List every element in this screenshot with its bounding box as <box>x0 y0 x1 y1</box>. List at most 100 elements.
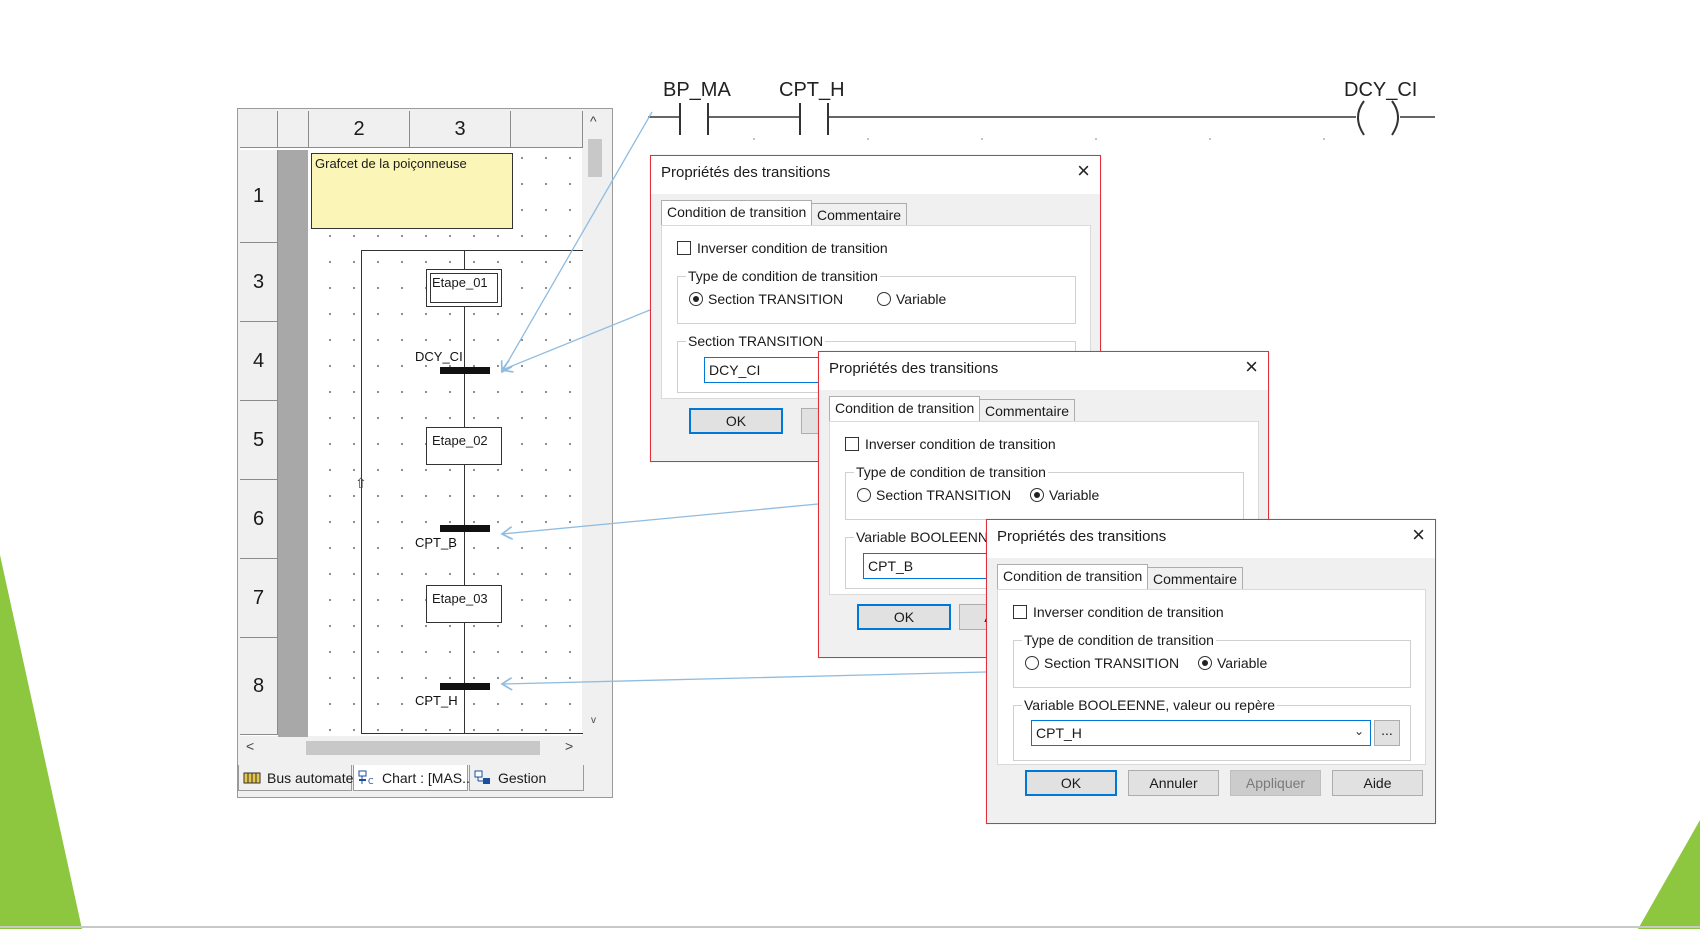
step-etape-03[interactable]: Etape_03 <box>426 585 502 623</box>
row-header-5: 5 <box>240 401 278 480</box>
coil-left-arc <box>1357 100 1365 136</box>
close-icon[interactable]: × <box>1245 354 1258 379</box>
tab-chart-mas[interactable]: C Chart : [MAS... <box>353 765 474 791</box>
coil-right-arc <box>1391 100 1399 136</box>
radio-section-transition[interactable] <box>857 488 871 502</box>
invert-condition-checkbox[interactable] <box>1013 605 1027 619</box>
scroll-right-icon[interactable]: > <box>565 738 574 754</box>
chevron-down-icon[interactable]: ⌄ <box>1354 724 1365 738</box>
grafcet-chart-window: 2 3 1 3 4 5 6 7 8 Grafcet de la poiçonne… <box>237 108 613 798</box>
loop-up-arrow-icon: ⇧ <box>355 475 367 491</box>
tab-panel: Inverser condition de transition Type de… <box>997 589 1426 765</box>
radio-section-label: Section TRANSITION <box>708 291 844 307</box>
contact-label-bp-ma: BP_MA <box>663 79 731 101</box>
tab-gestion[interactable]: Gestion <box>469 765 584 791</box>
radio-variable-label: Variable <box>1217 655 1268 671</box>
invert-condition-label: Inverser condition de transition <box>1033 604 1224 620</box>
chart-horizontal-scrollbar[interactable]: < > <box>240 737 583 759</box>
condition-type-title: Type de condition de transition <box>686 268 880 284</box>
scroll-up-icon[interactable]: ^ <box>590 113 597 129</box>
bus-icon <box>243 772 261 784</box>
radio-section-transition[interactable] <box>1025 656 1039 670</box>
corner-header <box>240 111 278 148</box>
row-header-6: 6 <box>240 480 278 559</box>
section-transition-title: Section TRANSITION <box>686 333 826 349</box>
step-etape-02[interactable]: Etape_02 <box>426 427 502 465</box>
column-header-3: 3 <box>410 111 511 148</box>
coil-label-dcy-ci: DCY_CI <box>1344 79 1418 101</box>
grafcet-comment[interactable]: Grafcet de la poiçonneuse <box>311 153 513 229</box>
tab-condition[interactable]: Condition de transition <box>997 564 1149 590</box>
link-top-loop <box>361 250 587 251</box>
condition-type-group: Type de condition de transition Section … <box>1013 632 1411 688</box>
help-button[interactable]: Aide <box>1332 770 1423 796</box>
radio-variable[interactable] <box>1198 656 1212 670</box>
invert-condition-checkbox[interactable] <box>677 241 691 255</box>
transition-bar-dcy-ci[interactable] <box>440 367 490 374</box>
transition-bar-cpt-b[interactable] <box>440 525 490 532</box>
condition-type-title: Type de condition de transition <box>1022 632 1216 648</box>
row-header-8: 8 <box>240 638 278 735</box>
tab-gestion-label: Gestion <box>498 770 547 786</box>
invert-condition-label: Inverser condition de transition <box>865 436 1056 452</box>
ok-button[interactable]: OK <box>689 408 783 434</box>
tab-comment[interactable]: Commentaire <box>1147 567 1244 590</box>
management-icon <box>474 770 490 784</box>
sfc-chart-icon: C <box>358 770 374 786</box>
transition-label-cpt-b: CPT_B <box>415 535 457 550</box>
row-header-3: 3 <box>240 243 278 322</box>
close-icon[interactable]: × <box>1077 158 1090 183</box>
corner-header-2 <box>278 111 309 148</box>
dialog-title: Propriétés des transitions <box>829 360 999 377</box>
dialog-body: Condition de transition Commentaire Inve… <box>987 558 1435 823</box>
tab-bus-automate[interactable]: Bus automate <box>238 765 354 791</box>
invert-condition-label: Inverser condition de transition <box>697 240 888 256</box>
transition-properties-dialog-3: Propriétés des transitions × Condition d… <box>986 519 1436 824</box>
cancel-button[interactable]: Annuler <box>1128 770 1219 796</box>
link-left-loop <box>361 250 362 733</box>
vertical-scroll-thumb[interactable] <box>588 139 602 177</box>
condition-type-group: Type de condition de transition Section … <box>677 268 1076 324</box>
invert-condition-checkbox[interactable] <box>845 437 859 451</box>
scroll-down-icon[interactable]: v <box>591 715 596 726</box>
apply-button[interactable]: Appliquer <box>1230 770 1321 796</box>
step-etape-01[interactable]: Etape_01 <box>426 269 502 307</box>
horizontal-scroll-thumb[interactable] <box>306 741 540 755</box>
radio-section-transition[interactable] <box>689 292 703 306</box>
tab-bus-automate-label: Bus automate <box>267 770 354 786</box>
tab-comment[interactable]: Commentaire <box>979 399 1076 422</box>
column-header-2: 2 <box>309 111 410 148</box>
transition-label-cpt-h: CPT_H <box>415 693 458 708</box>
condition-type-title: Type de condition de transition <box>854 464 1048 480</box>
transition-bar-cpt-h[interactable] <box>440 683 490 690</box>
transition-label-dcy-ci: DCY_CI <box>415 349 463 364</box>
tab-comment[interactable]: Commentaire <box>811 203 908 226</box>
boolean-variable-title: Variable BOOLEENNE <box>854 529 1000 545</box>
dialog-title: Propriétés des transitions <box>997 528 1167 545</box>
condition-type-group: Type de condition de transition Section … <box>845 464 1244 520</box>
chart-window-tabs: Bus automate C Chart : [MAS... Gestion <box>238 763 612 797</box>
radio-variable-label: Variable <box>896 291 947 307</box>
svg-text:C: C <box>368 777 374 786</box>
chart-vertical-scrollbar[interactable]: ^ v <box>583 111 607 736</box>
ok-button[interactable]: OK <box>1025 770 1117 796</box>
row-header-7: 7 <box>240 559 278 638</box>
boolean-variable-group: Variable BOOLEENNE, valeur ou repère <box>1013 697 1411 761</box>
radio-variable[interactable] <box>1030 488 1044 502</box>
column-header-empty <box>511 111 583 148</box>
tab-condition[interactable]: Condition de transition <box>829 396 981 422</box>
browse-button[interactable]: ... <box>1374 720 1400 746</box>
row-header-4: 4 <box>240 322 278 401</box>
boolean-variable-combo[interactable]: CPT_H <box>1031 720 1371 746</box>
radio-variable[interactable] <box>877 292 891 306</box>
radio-variable-label: Variable <box>1049 487 1100 503</box>
radio-section-label: Section TRANSITION <box>876 487 1012 503</box>
close-icon[interactable]: × <box>1412 522 1425 547</box>
ok-button[interactable]: OK <box>857 604 951 630</box>
row-header-1: 1 <box>240 150 278 243</box>
scroll-left-icon[interactable]: < <box>246 738 255 754</box>
tab-condition[interactable]: Condition de transition <box>661 200 813 226</box>
tab-chart-mas-label: Chart : [MAS... <box>382 770 474 786</box>
chart-left-strip <box>278 150 308 740</box>
